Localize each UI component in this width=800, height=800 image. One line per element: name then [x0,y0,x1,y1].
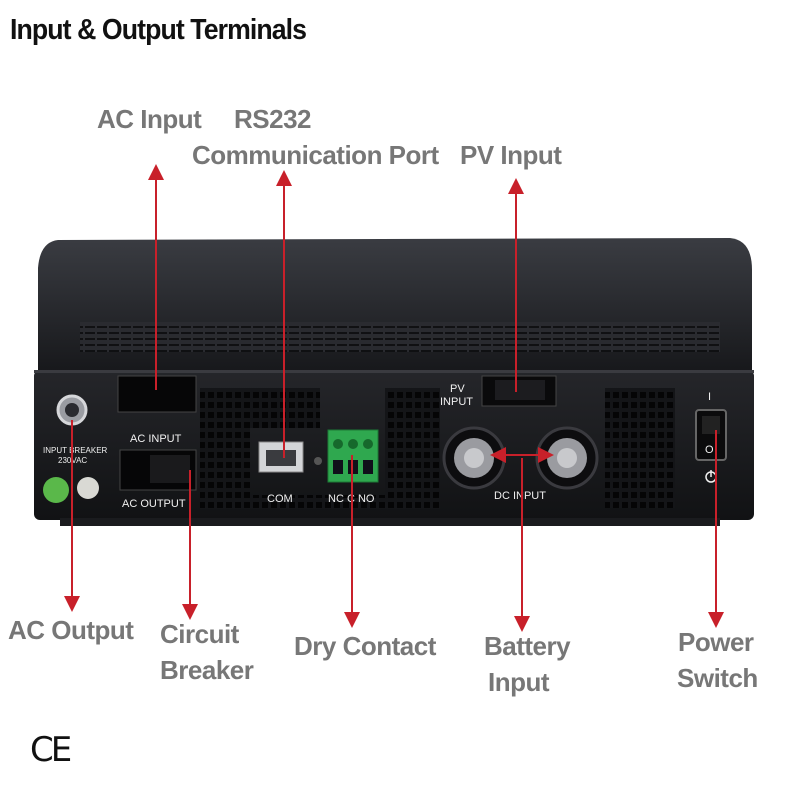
chassis-base [60,518,720,526]
panel-label-switch-on: I [708,391,711,403]
vent-grid-lower [200,495,440,509]
panel-label-pv: PV [450,383,465,395]
callout-ac-input: AC Input [97,104,202,134]
certification-sticker [43,477,69,503]
panel-label-com: COM [267,493,293,505]
panel-label-ac-output: AC OUTPUT [122,498,186,510]
callout-pv-input: PV Input [460,140,562,170]
certification-sticker [77,477,99,499]
cover-vents [80,322,720,352]
callout-battery: Battery [484,631,571,661]
callout-circuit: Circuit [160,619,239,649]
vent-grid-left [200,388,250,508]
page-title: Input & Output Terminals [10,14,307,46]
callout-battery-input: Input [488,667,550,697]
panel-label-dc-input: DC INPUT [494,490,546,502]
panel-label-switch-off: O [705,444,714,456]
panel-label-pv-input: INPUT [440,396,473,408]
callout-dry-contact: Dry Contact [294,631,436,661]
callout-communication-port: Communication Port [192,140,439,170]
panel-label-ac-input: AC INPUT [130,433,182,445]
callout-ac-output: AC Output [8,615,134,645]
callout-switch: Switch [677,663,758,693]
callout-rs232: RS232 [234,104,312,134]
vent-grid-right [605,388,675,508]
vent-grid-center [385,388,440,508]
ce-mark: CE [30,730,72,770]
callout-power: Power [678,627,754,657]
panel-label-breaker: INPUT BREAKER [43,446,108,455]
callout-breaker: Breaker [160,655,254,685]
